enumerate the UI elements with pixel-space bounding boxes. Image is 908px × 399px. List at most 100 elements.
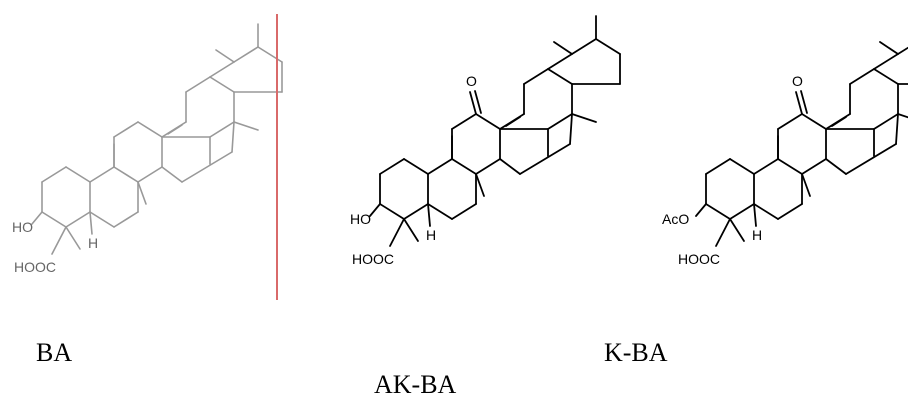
bond [569,113,573,145]
bond [137,121,163,138]
bond [547,113,573,130]
bond [795,91,803,115]
bond [89,211,115,228]
bond [31,211,43,225]
bond [547,68,573,85]
bond [849,68,875,85]
bond [469,91,477,115]
hydrogen-label: H [426,227,436,243]
carboxyl-label: HOOC [14,259,56,275]
bond [547,53,573,70]
bond [257,46,283,63]
bond [369,203,381,217]
bond [553,41,573,55]
structure-akba: O HO HOOC H [350,15,621,267]
bond [379,158,405,175]
bond [113,121,139,138]
bond [113,211,139,228]
bond [137,166,163,183]
bond [41,166,67,183]
bond [209,61,235,78]
bond [705,158,731,175]
bond [777,203,803,220]
bond [777,158,803,175]
hydrogen-label: H [88,235,98,251]
bond [451,158,477,175]
bond [801,173,811,197]
bond [427,203,453,220]
bond [571,38,597,55]
bond [705,203,731,220]
bond [215,49,235,63]
bond [800,90,808,114]
bond [753,203,779,220]
bond [403,203,429,220]
bond [474,90,482,114]
bond [65,166,91,183]
bond [475,158,501,175]
bond [379,203,405,220]
bond [475,173,485,197]
bond [209,121,235,138]
carboxyl-label: HOOC [352,251,394,267]
bond [389,218,405,247]
bond [873,68,899,85]
bond [505,116,521,127]
bond [185,76,211,93]
bond [595,38,621,55]
bond [51,226,67,255]
bond [65,211,91,228]
carboxyl-label: HOOC [678,251,720,267]
bond [161,166,183,183]
hydrogen-label: H [752,227,762,243]
bond [65,226,81,250]
bond [89,211,93,235]
bond [41,211,67,228]
bond [519,143,571,175]
bond [801,158,827,175]
bond [209,76,235,93]
bond [729,203,755,220]
bond [879,41,899,55]
bond [753,158,779,175]
bond [89,166,115,183]
bond [897,46,908,55]
bond [753,203,757,227]
bond [137,181,147,205]
bond [897,113,908,119]
bond [831,116,847,127]
hydroxyl-label: HO [12,219,33,235]
bond [181,151,233,183]
bond [715,218,731,247]
caption-akba: AK-BA [374,370,457,399]
bond [729,218,745,242]
bond [403,218,419,242]
bond [231,121,235,153]
bond [895,113,899,145]
bond [571,113,597,123]
caption-ba: BA [36,338,73,367]
hydroxyl-label: HO [350,211,371,227]
bond [403,158,429,175]
bond [233,46,259,63]
bond [427,203,431,227]
bond [167,124,183,135]
bond [475,113,501,130]
bond [801,113,827,130]
bond [695,203,707,217]
bond [873,113,899,130]
structure-ba: HO HOOC H [12,23,283,275]
bond [777,113,803,130]
bond [523,68,549,85]
bond [451,203,477,220]
bond [873,53,899,70]
bond [427,158,453,175]
bond [233,121,259,131]
bond [729,158,755,175]
caption-kba: K-BA [604,338,668,367]
ketone-oxygen-label: O [466,73,477,89]
bond [845,143,897,175]
ketone-oxygen-label: O [792,73,803,89]
bond [113,166,139,183]
